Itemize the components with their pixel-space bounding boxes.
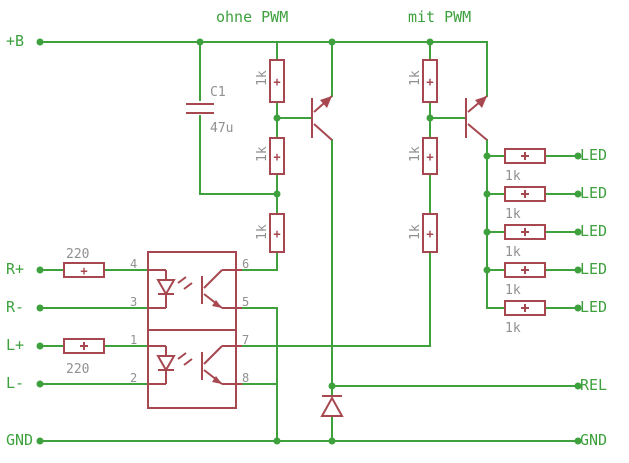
resistor-led-4 — [504, 262, 546, 278]
pin-number: 5 — [242, 295, 249, 309]
resistor-value: 1k — [505, 245, 521, 260]
plus-mark: + — [80, 264, 87, 278]
resistor-value: 1k — [505, 321, 521, 336]
resistor-led-3 — [504, 224, 546, 240]
resistor-value: 220 — [66, 247, 89, 262]
pin-number: 7 — [242, 333, 249, 347]
resistor-value: 1k — [408, 146, 423, 162]
resistor-value: 1k — [255, 70, 270, 86]
capacitor-value: 47u — [210, 121, 233, 136]
wires — [39, 41, 579, 442]
optocoupler — [147, 251, 242, 409]
diode — [320, 395, 344, 417]
pin-number: 2 — [130, 371, 137, 385]
resistor-right-2 — [422, 137, 438, 175]
plus-mark: + — [273, 75, 280, 89]
resistor-right-3 — [422, 213, 438, 253]
pin-number: 4 — [130, 257, 137, 271]
plus-mark: + — [426, 227, 433, 241]
resistor-left-2 — [269, 137, 285, 175]
pin-number: 3 — [130, 295, 137, 309]
net-label-gnd-left: GND — [6, 431, 33, 449]
net-label-led: LED — [580, 298, 607, 316]
net-label-l-plus: L+ — [6, 336, 24, 354]
capacitor-name: C1 — [210, 85, 226, 100]
net-label-l-minus: L- — [6, 374, 24, 392]
net-label-led: LED — [580, 146, 607, 164]
resistor-input-r — [63, 262, 105, 278]
section-label-left: ohne PWM — [216, 8, 288, 26]
resistor-value: 1k — [505, 207, 521, 222]
junctions — [36, 38, 582, 445]
resistor-plus-marks: + + + + + + + — [80, 75, 433, 278]
plus-mark: + — [426, 75, 433, 89]
pin-number: 8 — [242, 371, 249, 385]
resistor-left-1 — [269, 59, 285, 103]
plus-mark: + — [426, 150, 433, 164]
resistor-value: 1k — [505, 169, 521, 184]
resistors-input — [63, 262, 105, 354]
resistor-value: 1k — [408, 224, 423, 240]
resistors-right-chain — [422, 59, 438, 253]
resistor-led-2 — [504, 186, 546, 202]
transistor-left — [311, 95, 333, 141]
resistor-left-3 — [269, 213, 285, 253]
section-label-right: mit PWM — [408, 8, 471, 26]
plus-mark: + — [273, 227, 280, 241]
resistor-led-5 — [504, 300, 546, 316]
resistor-led-1 — [504, 148, 546, 164]
plus-mark: + — [273, 150, 280, 164]
pin-number: 1 — [130, 333, 137, 347]
net-label-rel: REL — [580, 376, 607, 394]
net-label-led: LED — [580, 260, 607, 278]
net-label-r-minus: R- — [6, 298, 24, 316]
net-label-led: LED — [580, 184, 607, 202]
resistor-value: 220 — [66, 362, 89, 377]
resistor-plus-marks-static — [80, 152, 529, 350]
resistors-led — [504, 148, 546, 316]
net-label-gnd-right: GND — [580, 431, 607, 449]
resistor-value: 1k — [255, 146, 270, 162]
transistor-right — [465, 95, 488, 141]
net-label-r-plus: R+ — [6, 260, 24, 278]
resistor-value: 1k — [505, 283, 521, 298]
resistor-right-1 — [422, 59, 438, 103]
net-label-led: LED — [580, 222, 607, 240]
resistor-input-l — [63, 338, 105, 354]
pin-number: 6 — [242, 257, 249, 271]
resistor-value: 1k — [408, 70, 423, 86]
resistors-left-chain — [269, 59, 285, 253]
net-label-vplus: +B — [6, 32, 24, 50]
resistor-value: 1k — [255, 224, 270, 240]
capacitor-c1 — [186, 103, 214, 114]
